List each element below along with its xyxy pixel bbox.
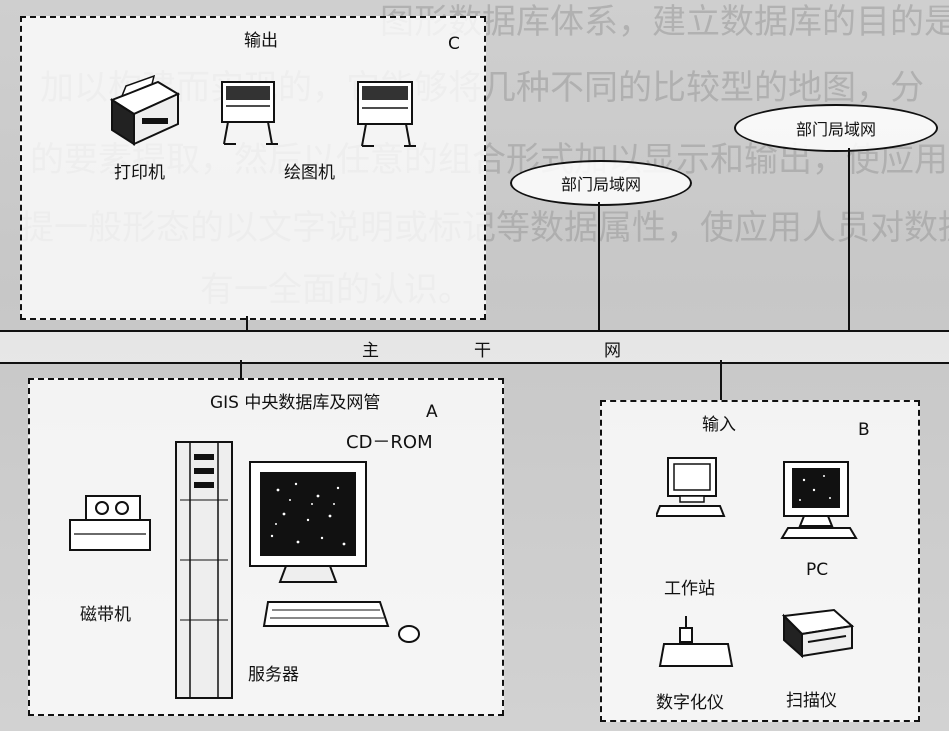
pc-label: PC (806, 560, 829, 580)
plotter-icon (357, 81, 416, 147)
lan-left-ellipse: 部门局域网 (510, 160, 692, 206)
scanner-label: 扫描仪 (786, 691, 837, 711)
cdrom-label: CD－ROM (346, 432, 433, 453)
lan-right-label: 部门局域网 (795, 120, 876, 139)
scanner-icon (781, 608, 855, 659)
box-b-letter: B (858, 420, 870, 440)
digitizer-label: 数字化仪 (656, 693, 724, 713)
workstation-icon (656, 457, 726, 517)
server-tower-icon (175, 441, 233, 699)
tape-drive-label: 磁带机 (80, 605, 131, 625)
server-monitor-icon (249, 461, 367, 583)
workstation-label: 工作站 (664, 579, 715, 599)
backbone-bus (0, 330, 949, 364)
box-a-letter: A (426, 402, 438, 422)
keyboard-icon (262, 601, 390, 627)
input-label: 输入 (702, 415, 736, 435)
lan-left-label: 部门局域网 (560, 175, 641, 194)
input-box (600, 400, 920, 722)
digitizer-icon (658, 616, 734, 667)
gis-label: GIS 中央数据库及网管 (210, 393, 381, 413)
box-c-letter: C (448, 34, 460, 54)
lan-right-ellipse: 部门局域网 (734, 104, 938, 152)
tape-drive-icon (69, 495, 151, 551)
bus-label-trunk: 干 (474, 341, 491, 361)
output-box (20, 16, 486, 320)
connector-line (240, 360, 242, 378)
connector-line (848, 148, 850, 330)
mouse-icon (398, 625, 420, 643)
printer-label: 打印机 (114, 163, 165, 183)
bus-label-net: 网 (604, 341, 621, 361)
connector-line (246, 316, 248, 332)
server-label: 服务器 (248, 665, 299, 685)
output-label: 输出 (244, 31, 278, 51)
plotter-icon (221, 81, 278, 145)
plotter-label: 绘图机 (284, 163, 335, 183)
connector-line (598, 202, 600, 330)
connector-line (720, 360, 722, 400)
printer-icon (109, 74, 181, 146)
pc-icon (780, 461, 858, 539)
bus-label-main: 主 (362, 341, 379, 361)
